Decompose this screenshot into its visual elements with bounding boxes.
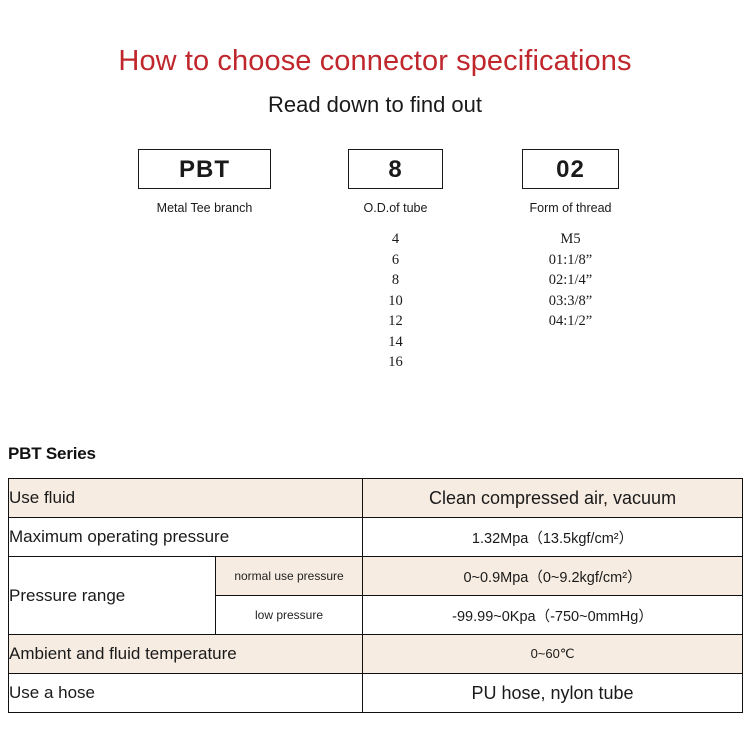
code-option: 03:3/8” [548, 292, 593, 309]
code-caption-series: Metal Tee branch [156, 201, 253, 216]
code-column-tube-od: 8 O.D.of tube 4 6 8 10 12 14 16 [348, 149, 443, 373]
specification-table: Use fluid Clean compressed air, vacuum M… [7, 478, 744, 713]
spec-label-pressure-range: Pressure range [8, 556, 216, 635]
code-option: 6 [391, 251, 400, 268]
page-title: How to choose connector specifications [118, 45, 632, 77]
spec-label: Use a hose [7, 673, 364, 713]
spec-label: Maximum operating pressure [7, 517, 364, 557]
page-header: How to choose connector specifications R… [0, 0, 750, 117]
spec-value: PU hose, nylon tube [362, 673, 744, 713]
page-subtitle: Read down to find out [267, 91, 483, 117]
spec-sublabel: low pressure [214, 595, 364, 635]
code-option: 14 [388, 333, 403, 350]
table-row: Use a hose PU hose, nylon tube [7, 673, 744, 713]
table-row: low pressure -99.99~0Kpa（-750~0mmHg） [9, 595, 744, 635]
code-box-tube-od: 8 [348, 149, 443, 190]
code-column-thread-form: 02 Form of thread M5 01:1/8” 02:1/4” 03:… [522, 149, 619, 332]
code-box-thread-form: 02 [522, 149, 619, 190]
code-options-thread-form: M5 01:1/8” 02:1/4” 03:3/8” 04:1/2” [522, 229, 619, 332]
spec-value: 0~0.9Mpa（0~9.2kgf/cm²） [362, 556, 744, 596]
code-caption-thread-form: Form of thread [529, 201, 612, 216]
code-option: 04:1/2” [548, 313, 593, 330]
spec-value: -99.99~0Kpa（-750~0mmHg） [362, 595, 744, 635]
spec-label: Use fluid [7, 478, 364, 518]
table-row: Pressure range normal use pressure 0~0.9… [8, 556, 744, 635]
code-option: 01:1/8” [548, 251, 593, 268]
code-caption-tube-od: O.D.of tube [363, 201, 428, 216]
table-row: Maximum operating pressure 1.32Mpa（13.5k… [7, 517, 744, 557]
code-box-series: PBT [138, 149, 271, 190]
spec-label: Ambient and fluid temperature [7, 634, 364, 674]
table-row: Ambient and fluid temperature 0~60℃ [7, 634, 744, 674]
spec-sublabel: normal use pressure [214, 556, 364, 596]
code-option: M5 [560, 231, 581, 248]
spec-value: Clean compressed air, vacuum [362, 478, 744, 518]
code-option: 12 [388, 313, 403, 330]
code-column-series: PBT Metal Tee branch [138, 149, 271, 229]
series-heading: PBT Series [8, 444, 96, 463]
code-option: 4 [391, 231, 400, 248]
spec-value: 1.32Mpa（13.5kgf/cm²） [362, 517, 744, 557]
code-option: 10 [388, 292, 403, 309]
code-option: 16 [388, 354, 403, 371]
code-breakdown-diagram: PBT Metal Tee branch 8 O.D.of tube 4 6 8… [0, 149, 750, 399]
code-options-tube-od: 4 6 8 10 12 14 16 [348, 229, 443, 373]
table-row: Use fluid Clean compressed air, vacuum [7, 478, 744, 518]
code-option: 02:1/4” [548, 272, 593, 289]
spec-value: 0~60℃ [362, 634, 744, 674]
code-option: 8 [391, 272, 400, 289]
